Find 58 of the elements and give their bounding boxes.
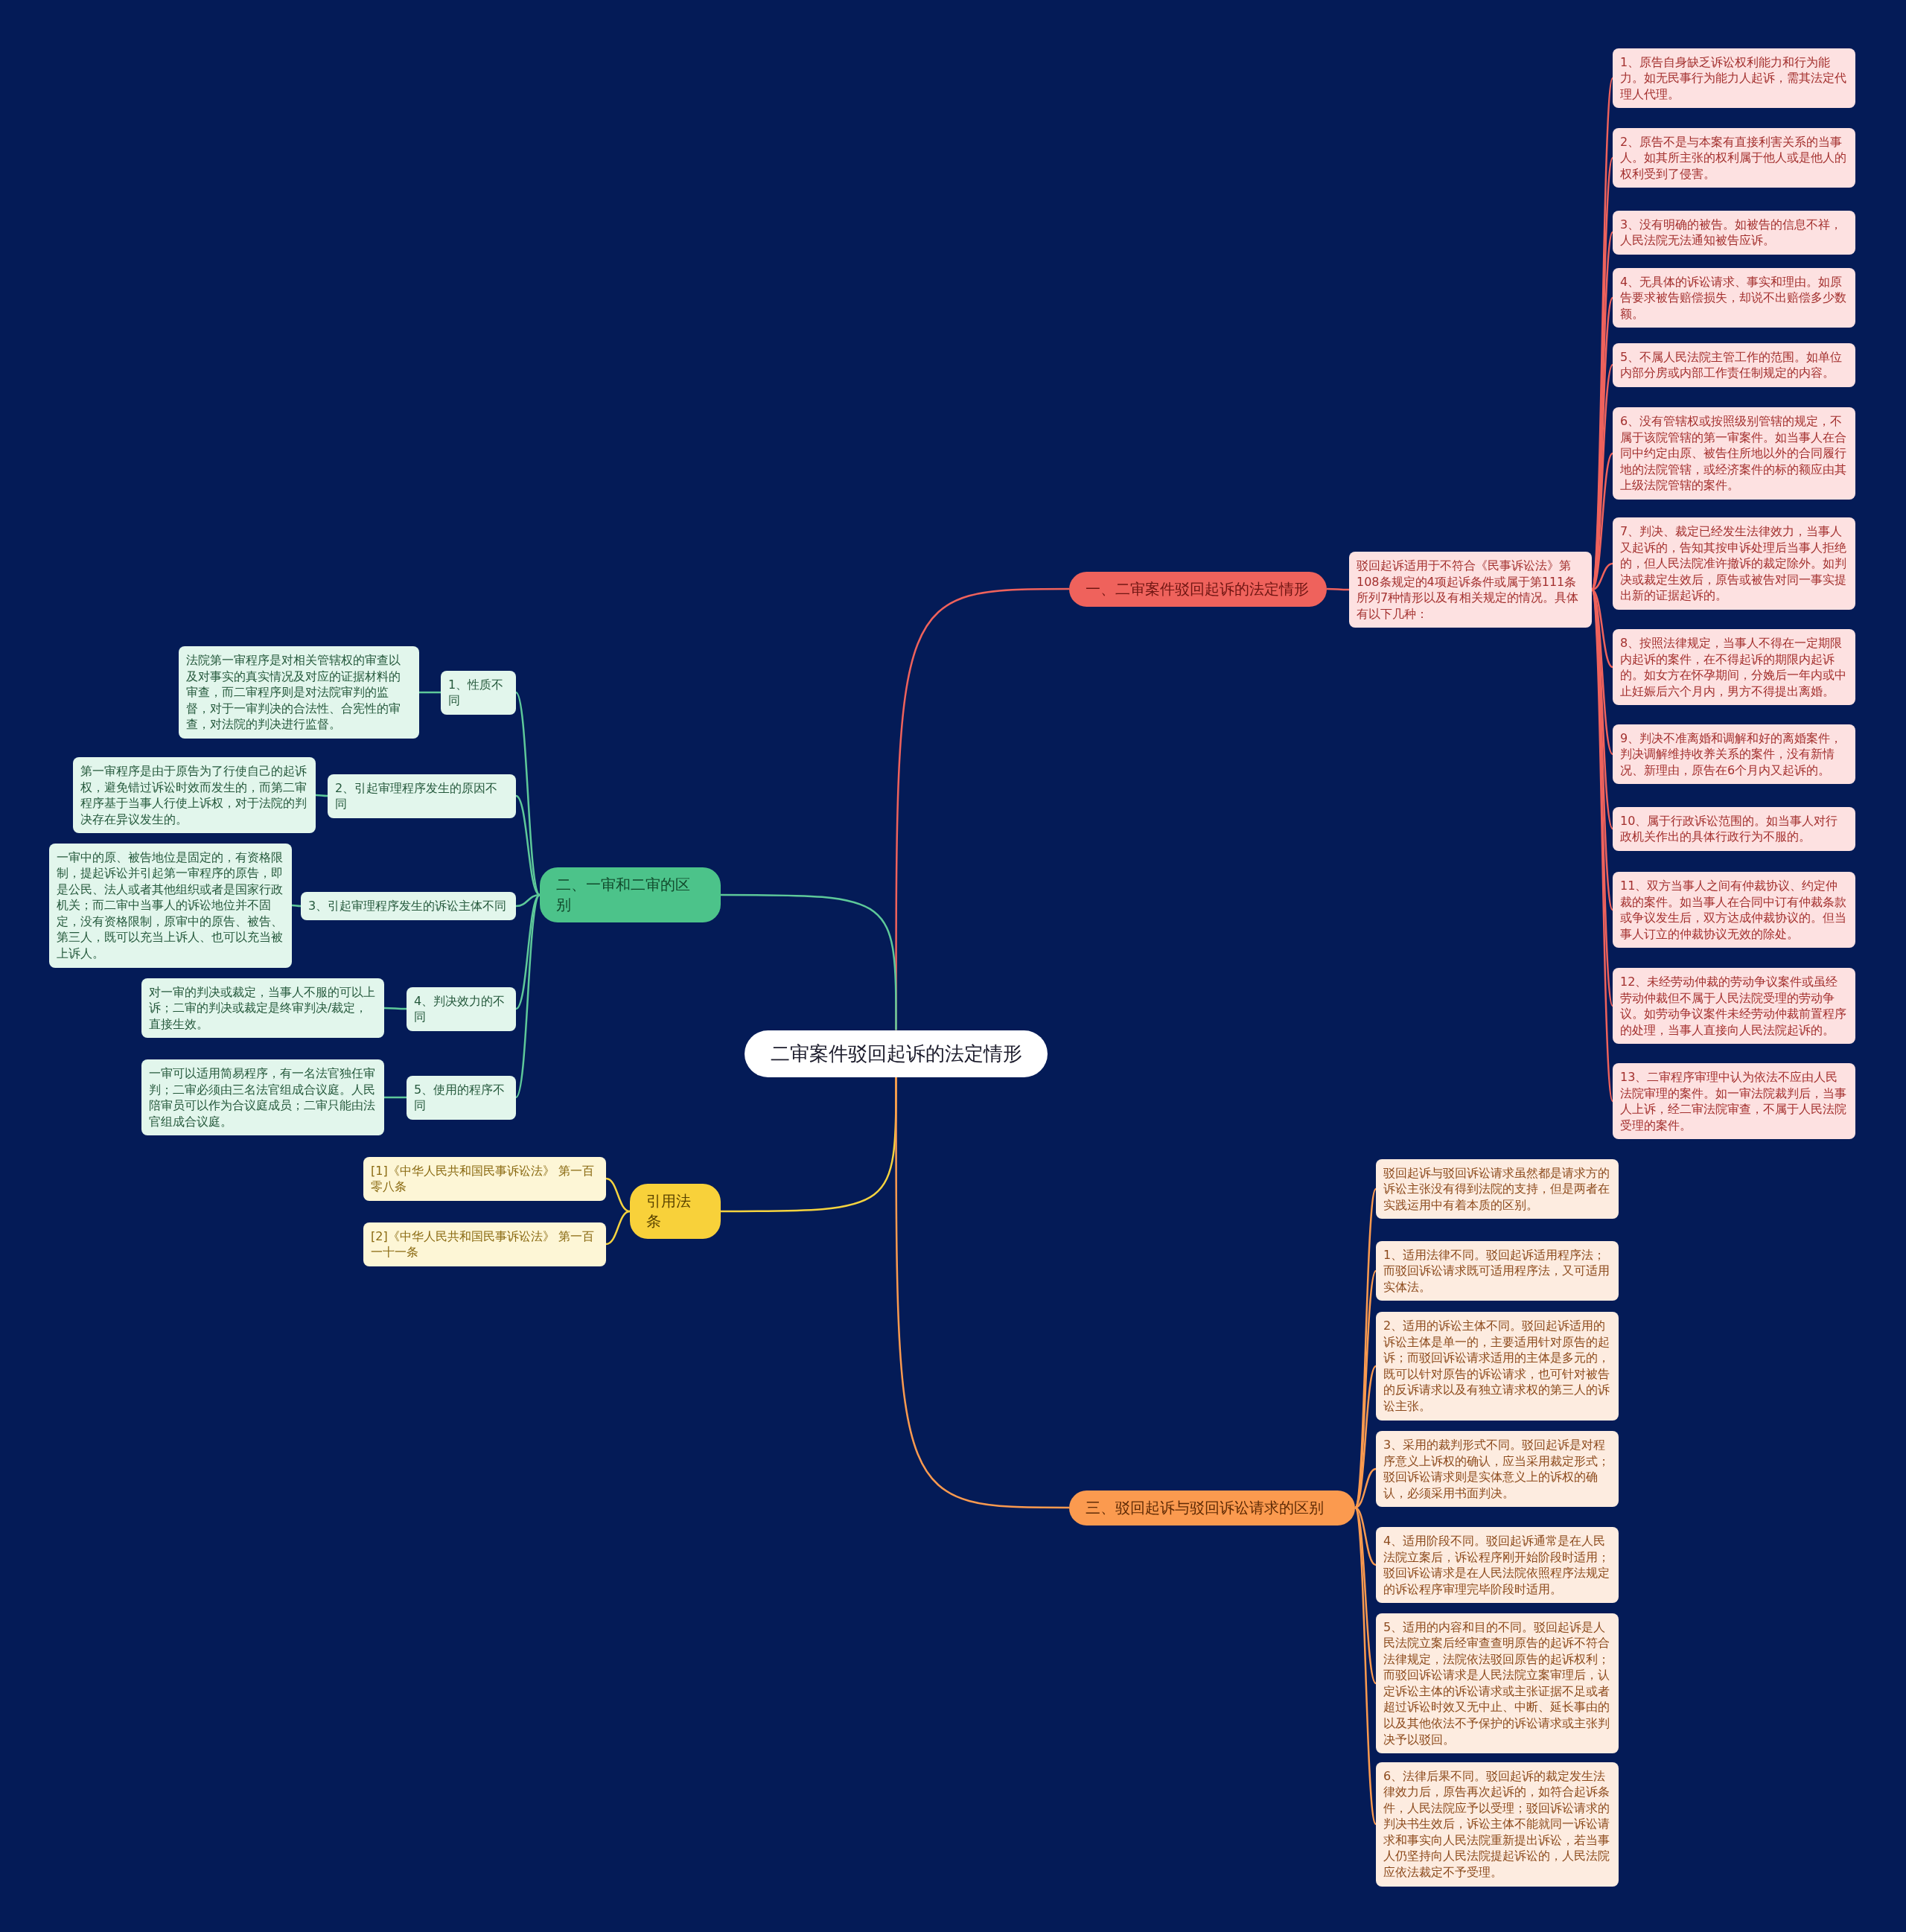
- central-topic: 二审案件驳回起诉的法定情形: [745, 1030, 1048, 1077]
- detail-box: 3、没有明确的被告。如被告的信息不祥，人民法院无法通知被告应诉。: [1613, 210, 1855, 255]
- detail-box: 驳回起诉与驳回诉讼请求虽然都是请求方的诉讼主张没有得到法院的支持，但是两者在实践运用中有着本质的区别。: [1376, 1158, 1619, 1220]
- connector-line: [384, 1007, 407, 1010]
- detail-box: 一审中的原、被告地位是固定的，有资格限制，提起诉讼并引起第一审程序的原告，即是公民、法人或者其他组织或者是国家行政机关；而二审中当事人的诉讼地位并不固定，没有资格限制，原审中的原告、被告、第三人，既可以充当上诉人、也可以充当被上诉人。: [49, 843, 292, 968]
- detail-box: 4、无具体的诉讼请求、事实和理由。如原告要求被告赔偿损失，却说不出赔偿多少数额。: [1613, 267, 1855, 328]
- subtopic-box: 5、使用的程序不同: [407, 1075, 516, 1120]
- detail-box: 9、判决不准离婚和调解和好的离婚案件，判决调解维持收养关系的案件，没有新情况、新理由，原告在6个月内又起诉的。: [1613, 724, 1855, 785]
- detail-box: 1、适用法律不同。驳回起诉适用程序法；而驳回诉讼请求既可适用程序法，又可适用实体法。: [1376, 1240, 1619, 1301]
- branch-topic: 三、驳回起诉与驳回诉讼请求的区别: [1069, 1490, 1355, 1525]
- connector-line: [515, 795, 541, 896]
- connector-line: [514, 894, 541, 1098]
- detail-box: 1、原告自身缺乏诉讼权利能力和行为能力。如无民事行为能力人起诉，需其法定代理人代理。: [1613, 48, 1855, 109]
- connector-line: [1591, 562, 1613, 591]
- detail-box: 2、适用的诉讼主体不同。驳回起诉适用的诉讼主体是单一的，主要适用针对原告的起诉；而驳回诉讼请求适用的主体是多元的，既可以针对原告的诉讼请求，也可针对被告的反诉请求以及有独立请求权的第三人的诉讼主张。: [1376, 1312, 1619, 1421]
- topic-box: 驳回起诉适用于不符合《民事诉讼法》第108条规定的4项起诉条件或属于第111条所列7种情形以及有相关规定的情况。具体有以下几种：: [1349, 552, 1592, 628]
- detail-box: 法院第一审程序是对相关管辖权的审查以及对事实的真实情况及对应的证据材料的审查，而二审程序则是对法院审判的监督，对于一审判决的合法性、合宪性的审查，对法院的判决进行监督。: [179, 646, 419, 739]
- subtopic-box: 1、性质不同: [441, 670, 516, 715]
- detail-box: 12、未经劳动仲裁的劳动争议案件或虽经劳动仲裁但不属于人民法院受理的劳动争议。如劳动争议案件未经劳动仲裁前置程序的处理，当事人直接向人民法院起诉的。: [1613, 968, 1855, 1045]
- connector-line: [315, 794, 328, 797]
- connector-line: [514, 692, 541, 896]
- citation-box: [2]《中华人民共和国民事诉讼法》 第一百一十一条: [363, 1222, 606, 1266]
- connector-line: [605, 1177, 631, 1213]
- subtopic-box: 4、判决效力的不同: [407, 986, 516, 1031]
- subtopic-box: 3、引起审理程序发生的诉讼主体不同: [301, 892, 516, 920]
- detail-box: 8、按照法律规定，当事人不得在一定期限内起诉的案件，在不得起诉的期限内起诉的。如女方在怀孕期间，分娩后一年内或中止妊娠后六个月内，男方不得提出离婚。: [1613, 629, 1855, 706]
- connector-line: [721, 893, 897, 1030]
- connector-line: [1591, 588, 1613, 669]
- connector-line: [1354, 1467, 1377, 1509]
- connector-line: [515, 894, 541, 1010]
- detail-box: 6、法律后果不同。驳回起诉的裁定发生法律效力后，原告再次起诉的，如符合起诉条件，人民法院应予以受理；驳回诉讼请求的判决书生效后，诉讼主体不能就同一诉讼请求和事实向人民法院重新提出诉讼，若当事人仍坚持向人民法院提起诉讼的，人民法院应依法裁定不予受理。: [1376, 1762, 1619, 1887]
- detail-box: 第一审程序是由于原告为了行使自己的起诉权，避免错过诉讼时效而发生的，而第二审程序基于当事人行使上诉权，对于法院的判决存在异议发生的。: [73, 757, 316, 834]
- branch-topic: 一、二审案件驳回起诉的法定情形: [1069, 571, 1327, 607]
- detail-box: 6、没有管辖权或按照级别管辖的规定，不属于该院管辖的第一审案件。如当事人在合同中约定由原、被告住所地以外的合同履行地的法院管辖，或经济案件的标的额应由其上级法院管辖的案件。: [1613, 407, 1855, 500]
- detail-box: 5、适用的内容和目的不同。驳回起诉是人民法院立案后经审查查明原告的起诉不符合法律规定，法院依法驳回原告的起诉权利；而驳回诉讼请求是人民法院立案审理后，认定诉讼主体的诉讼请求或主张证据不足或者超过诉讼时效又无中止、中断、延长事由的以及其他依法不予保护的诉讼请求或主张判决予以驳回。: [1376, 1613, 1619, 1754]
- connector-line: [605, 1210, 631, 1246]
- detail-box: 4、适用阶段不同。驳回起诉通常是在人民法院立案后，诉讼程序刚开始阶段时适用；驳回诉讼请求是在人民法院依照程序法规定的诉讼程序审理完毕阶段时适用。: [1376, 1527, 1619, 1604]
- connector-line: [1354, 1507, 1377, 1825]
- connector-line: [1354, 1506, 1377, 1566]
- connector-line: [384, 1096, 407, 1099]
- citation-box: [1]《中华人民共和国民事诉讼法》 第一百零八条: [363, 1156, 606, 1201]
- branch-topic: 引用法条: [630, 1184, 721, 1239]
- branch-topic: 二、一审和二审的区别: [540, 867, 721, 922]
- detail-box: 2、原告不是与本案有直接利害关系的当事人。如其所主张的权利属于他人或是他人的权利受到了侵害。: [1613, 127, 1855, 188]
- detail-box: 一审可以适用简易程序，有一名法官独任审判；二审必须由三名法官组成合议庭。人民陪审员可以作为合议庭成员；二审只能由法官组成合议庭。: [141, 1059, 384, 1136]
- connector-line: [895, 1077, 1069, 1509]
- detail-box: 13、二审程序审理中认为依法不应由人民法院审理的案件。如一审法院裁判后，当事人上诉，经二审法院审查，不属于人民法院受理的案件。: [1613, 1063, 1855, 1140]
- detail-box: 3、采用的裁判形式不同。驳回起诉是对程序意义上诉权的确认，应当采用裁定形式；驳回诉讼请求则是实体意义上的诉权的确认，必须采用书面判决。: [1376, 1431, 1619, 1508]
- detail-box: 11、双方当事人之间有仲裁协议、约定仲裁的案件。如当事人在合同中订有仲裁条款或争议发生后，双方达成仲裁协议的。但当事人订立的仲裁协议无效的除处。: [1613, 872, 1855, 949]
- subtopic-box: 2、引起审理程序发生的原因不同: [328, 774, 516, 818]
- connector-line: [1354, 1507, 1377, 1684]
- detail-box: 对一审的判决或裁定，当事人不服的可以上诉；二审的判决或裁定是终审判决/裁定，直接生效。: [141, 978, 384, 1039]
- detail-box: 7、判决、裁定已经发生法律效力，当事人又起诉的，告知其按申诉处理后当事人拒绝的，但人民法院准许撤诉的裁定除外。如判决或裁定生效后，原告或被告对同一事实提出新的证据起诉的。: [1613, 517, 1855, 610]
- detail-box: 5、不属人民法院主管工作的范围。如单位内部分房或内部工作责任制规定的内容。: [1613, 342, 1855, 387]
- detail-box: 10、属于行政诉讼范围的。如当事人对行政机关作出的具体行政行为不服的。: [1613, 806, 1855, 851]
- connector-line: [291, 904, 302, 908]
- connector-line: [419, 691, 441, 694]
- connector-line: [1327, 587, 1349, 591]
